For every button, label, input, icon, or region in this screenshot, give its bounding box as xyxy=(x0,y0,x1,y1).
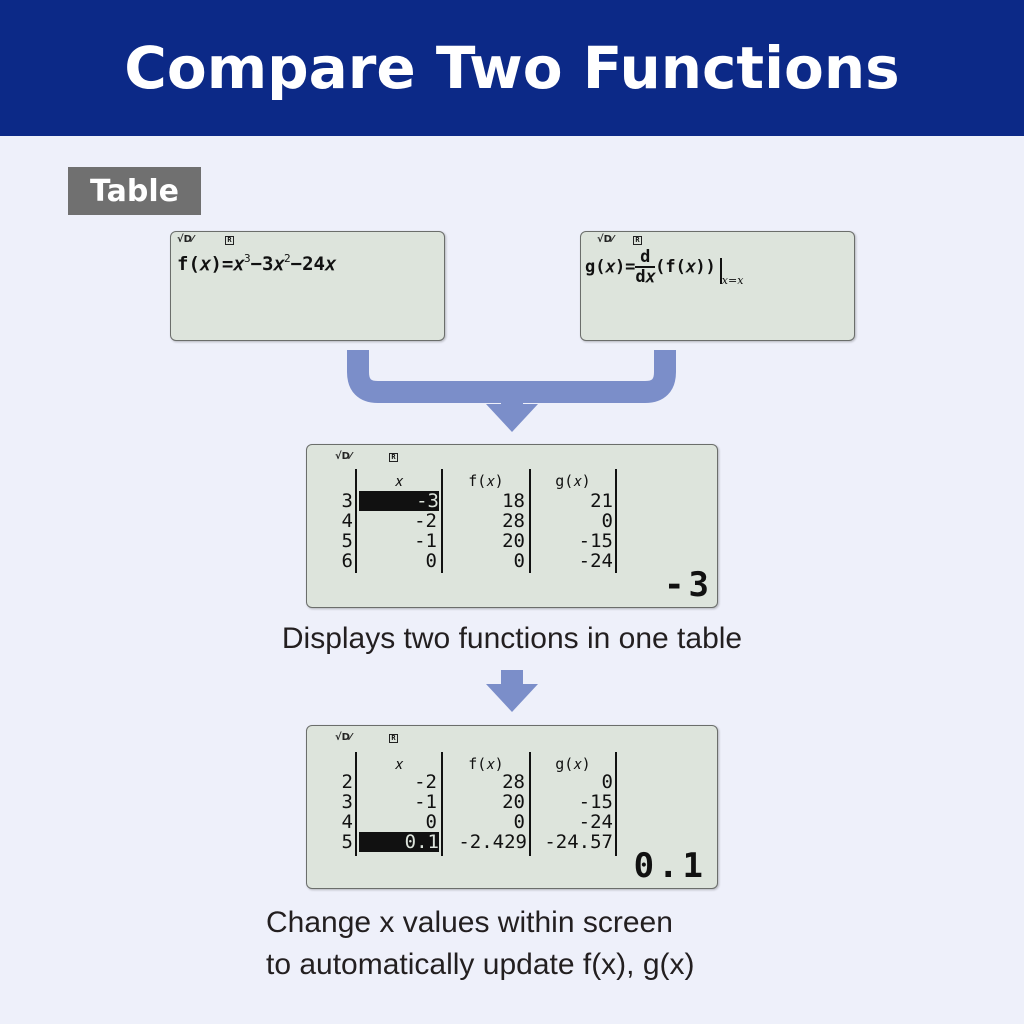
table-2-grid: 𝑥 f(𝑥) g(𝑥) 2 -2 28 0 3 -1 20 -15 4 0 0 … xyxy=(307,726,717,888)
row-number: 5 xyxy=(341,831,353,853)
table-divider xyxy=(441,469,443,573)
table-divider xyxy=(529,752,531,856)
f-cell: 20 xyxy=(502,791,525,813)
lcd-screen-f: √D⁄ R f(𝑥)=𝑥3−3𝑥2−24𝑥 xyxy=(170,231,445,341)
header-f: f(𝑥) xyxy=(468,472,504,490)
row-number: 5 xyxy=(341,530,353,552)
g-cell: -24 xyxy=(578,550,613,572)
frac-denominator: d𝑥 xyxy=(635,267,656,287)
r-indicator-icon: R xyxy=(225,236,234,245)
row-number: 4 xyxy=(341,811,353,833)
caption-table-2: Change x values within screen to automat… xyxy=(266,902,966,986)
f-cell: 0 xyxy=(513,811,525,833)
f-formula: f(𝑥)=𝑥3−3𝑥2−24𝑥 xyxy=(177,252,336,275)
x-cell-selected[interactable]: -3 xyxy=(359,491,439,511)
table-1-grid: 𝑥 f(𝑥) g(𝑥) 3 -3 18 21 4 -2 28 0 5 -1 20… xyxy=(307,445,717,607)
g-cell: -24 xyxy=(578,811,613,833)
f-cell: 20 xyxy=(502,530,525,552)
g-formula-lhs: g(𝑥)= xyxy=(585,257,636,277)
table-divider xyxy=(355,752,357,856)
table-divider xyxy=(441,752,443,856)
g-cell: 0 xyxy=(601,510,613,532)
g-cell: 21 xyxy=(590,490,613,512)
header-banner: Compare Two Functions xyxy=(0,0,1024,136)
f-formula-mid: −3𝑥 xyxy=(250,253,285,275)
row-number: 2 xyxy=(341,771,353,793)
value-readout: -3 xyxy=(664,565,713,605)
table-divider xyxy=(615,752,617,856)
x-cell-selected[interactable]: 0.1 xyxy=(359,832,439,852)
table-divider xyxy=(529,469,531,573)
value-readout: 0.1 xyxy=(633,846,707,886)
caption-line-1: Change x values within screen xyxy=(266,906,673,939)
x-cell[interactable]: 0 xyxy=(425,550,437,572)
header-g: g(𝑥) xyxy=(555,472,591,490)
g-cell: 0 xyxy=(601,771,613,793)
row-number: 6 xyxy=(341,550,353,572)
math-mode-icon: √D⁄ xyxy=(335,451,352,462)
table-divider xyxy=(615,469,617,573)
header-x: 𝑥 xyxy=(394,755,404,773)
eval-bar xyxy=(719,258,722,284)
lcd-table-2: √D⁄ R 𝑥 f(𝑥) g(𝑥) 2 -2 28 0 3 -1 20 -15 … xyxy=(306,725,718,889)
g-cell: -15 xyxy=(578,530,613,552)
math-mode-icon: √D⁄ xyxy=(335,732,352,743)
row-number: 3 xyxy=(341,791,353,813)
table-divider xyxy=(355,469,357,573)
g-cell: -24.57 xyxy=(544,831,613,853)
x-cell[interactable]: 0 xyxy=(425,811,437,833)
r-indicator-icon: R xyxy=(633,236,642,245)
r-indicator-icon: R xyxy=(389,453,398,462)
caption-line-2: to automatically update f(x), g(x) xyxy=(266,948,695,981)
x-cell[interactable]: -2 xyxy=(414,771,437,793)
g-cell: -15 xyxy=(578,791,613,813)
eval-subscript: 𝑥=𝑥 xyxy=(721,274,744,287)
x-cell[interactable]: -1 xyxy=(414,791,437,813)
x-cell[interactable]: -2 xyxy=(414,510,437,532)
header-g: g(𝑥) xyxy=(555,755,591,773)
f-exp-2: 2 xyxy=(284,252,291,265)
caption-table-1: Displays two functions in one table xyxy=(281,622,743,655)
f-cell: 18 xyxy=(502,490,525,512)
page-title: Compare Two Functions xyxy=(124,34,900,102)
row-number: 3 xyxy=(341,490,353,512)
f-cell: 28 xyxy=(502,510,525,532)
row-number: 4 xyxy=(341,510,353,532)
header-x: 𝑥 xyxy=(394,472,404,490)
x-cell[interactable]: -1 xyxy=(414,530,437,552)
r-indicator-icon: R xyxy=(389,734,398,743)
lcd-table-1: √D⁄ R 𝑥 f(𝑥) g(𝑥) 3 -3 18 21 4 -2 28 0 5… xyxy=(306,444,718,608)
f-cell: 28 xyxy=(502,771,525,793)
header-f: f(𝑥) xyxy=(468,755,504,773)
f-cell: -2.429 xyxy=(458,831,527,853)
g-formula-rhs: (f(𝑥)) xyxy=(655,257,716,277)
f-exp-3: 3 xyxy=(243,252,251,265)
f-formula-lhs: f(𝑥)=𝑥 xyxy=(177,253,244,275)
section-tag: Table xyxy=(68,167,201,215)
f-formula-rhs: −24𝑥 xyxy=(290,253,336,275)
frac-numerator: d xyxy=(635,248,656,268)
f-cell: 0 xyxy=(513,550,525,572)
math-mode-icon: √D⁄ xyxy=(597,234,614,245)
math-mode-icon: √D⁄ xyxy=(177,234,194,245)
